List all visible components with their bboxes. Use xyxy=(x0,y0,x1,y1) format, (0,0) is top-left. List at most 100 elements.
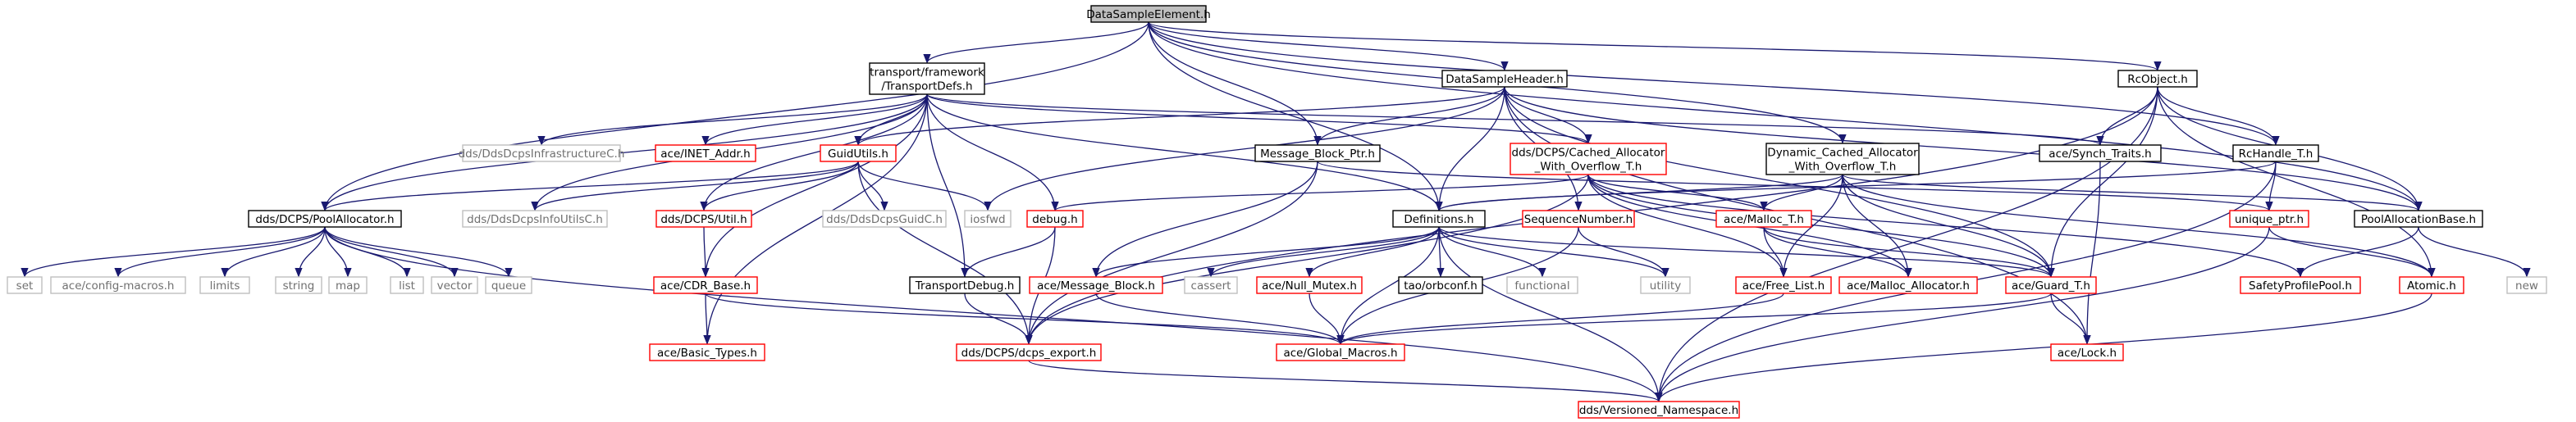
node-label: ace/INET_Addr.h xyxy=(660,147,750,161)
edge-TransportDefs-to-Basic_Types xyxy=(703,93,928,345)
edge-DataSampleHeader-to-PoolAllocationBase xyxy=(1504,86,2423,211)
edge-PoolAllocator-to-string xyxy=(295,226,326,278)
node-Message_Block_Ptr[interactable]: Message_Block_Ptr.h xyxy=(1254,144,1381,162)
node-Atomic[interactable]: Atomic.h xyxy=(2399,276,2464,294)
node-DataSampleElement[interactable]: DataSampleElement.h xyxy=(1086,5,1211,23)
node-label: RcObject.h xyxy=(2127,73,2188,86)
node-unique_ptr[interactable]: unique_ptr.h xyxy=(2229,210,2309,228)
node-box xyxy=(1715,210,1812,228)
edge-Malloc_T-to-Free_List xyxy=(1763,226,1788,278)
edge-TransportDefs-to-TransportDebug xyxy=(926,93,969,278)
node-list[interactable]: list xyxy=(390,276,424,294)
node-Malloc_Allocator[interactable]: ace/Malloc_Allocator.h xyxy=(1838,276,1978,294)
node-Definitions[interactable]: Definitions.h xyxy=(1392,210,1486,228)
node-Null_Mutex[interactable]: ace/Null_Mutex.h xyxy=(1256,276,1363,294)
node-box xyxy=(1510,143,1667,175)
node-Message_Block[interactable]: ace/Message_Block.h xyxy=(1029,276,1163,294)
node-RcObject[interactable]: RcObject.h xyxy=(2117,70,2198,88)
node-cassert[interactable]: cassert xyxy=(1184,276,1238,294)
node-box xyxy=(1765,143,1920,175)
node-string[interactable]: string xyxy=(275,276,322,294)
edge-Definitions-to-utility xyxy=(1438,226,1669,278)
node-iosfwd[interactable]: iosfwd xyxy=(964,210,1012,228)
node-Malloc_T[interactable]: ace/Malloc_T.h xyxy=(1715,210,1812,228)
node-label: functional xyxy=(1514,279,1569,293)
node-box xyxy=(2232,144,2319,162)
node-DdsDcpsInfoUtilsC[interactable]: dds/DdsDcpsInfoUtilsC.h xyxy=(462,210,608,228)
node-label: debug.h xyxy=(1032,213,1077,226)
node-label: dds/DdsDcpsInfrastructureC.h xyxy=(459,147,625,161)
node-queue[interactable]: queue xyxy=(485,276,532,294)
node-label: Message_Block_Ptr.h xyxy=(1260,147,1375,161)
node-orbconf[interactable]: tao/orbconf.h xyxy=(1398,276,1483,294)
edge-PoolAllocator-to-Versioned_Namespace xyxy=(324,226,1663,402)
node-debug[interactable]: debug.h xyxy=(1026,210,1084,228)
node-GuidUtils[interactable]: GuidUtils.h xyxy=(820,144,897,162)
node-SafetyProfilePool[interactable]: SafetyProfilePool.h xyxy=(2240,276,2361,294)
node-Dynamic_Cached_Allocator[interactable]: Dynamic_Cached_Allocator_With_Overflow_T… xyxy=(1765,143,1920,175)
node-label: _With_Overflow_T.h xyxy=(1788,161,1897,174)
node-Util[interactable]: dds/DCPS/Util.h xyxy=(655,210,752,228)
node-box xyxy=(2117,70,2198,88)
edge-Atomic-to-Versioned_Namespace xyxy=(1655,293,2432,402)
node-Basic_Types[interactable]: ace/Basic_Types.h xyxy=(649,343,765,361)
node-box xyxy=(2354,210,2483,228)
node-label: /TransportDefs.h xyxy=(881,80,972,93)
node-box xyxy=(2240,276,2361,294)
edge-PoolAllocator-to-vector xyxy=(324,226,459,278)
node-Versioned_Namespace[interactable]: dds/Versioned_Namespace.h xyxy=(1578,401,1740,419)
edge-Message_Block_Ptr-to-Message_Block xyxy=(1092,161,1318,278)
node-label: ace/Free_List.h xyxy=(1742,279,1825,293)
node-DataSampleHeader[interactable]: DataSampleHeader.h xyxy=(1441,70,1568,88)
node-Free_List[interactable]: ace/Free_List.h xyxy=(1735,276,1832,294)
edge-DataSampleHeader-to-Message_Block_Ptr xyxy=(1313,86,1505,146)
node-INET_Addr[interactable]: ace/INET_Addr.h xyxy=(655,144,756,162)
node-RcHandle_T[interactable]: RcHandle_T.h xyxy=(2232,144,2319,162)
node-label: dds/DdsDcpsInfoUtilsC.h xyxy=(467,213,603,226)
edge-Cached_Allocator-to-debug xyxy=(1051,174,1589,211)
node-DdsDcpsInfrastructureC[interactable]: dds/DdsDcpsInfrastructureC.h xyxy=(459,144,625,162)
node-utility[interactable]: utility xyxy=(1640,276,1691,294)
edge-RcObject-to-Guard_T xyxy=(2047,86,2158,278)
node-label: Atomic.h xyxy=(2407,279,2456,293)
node-label: dds/DCPS/Util.h xyxy=(660,213,747,226)
node-box xyxy=(1522,210,1635,228)
node-DdsDcpsGuidC[interactable]: dds/DdsDcpsGuidC.h xyxy=(822,210,947,228)
node-limits[interactable]: limits xyxy=(199,276,250,294)
node-TransportDefs[interactable]: transport/framework/TransportDefs.h xyxy=(869,62,985,95)
node-label: ace/Null_Mutex.h xyxy=(1262,279,1357,293)
node-set[interactable]: set xyxy=(7,276,43,294)
edge-Definitions-to-Null_Mutex xyxy=(1305,226,1440,278)
edge-Cached_Allocator-to-Free_List xyxy=(1587,174,1788,278)
edge-Synch_Traits-to-Lock xyxy=(2083,161,2101,345)
node-box xyxy=(653,276,758,294)
edge-unique_ptr-to-Versioned_Namespace xyxy=(1655,226,2270,402)
node-Cached_Allocator[interactable]: dds/DCPS/Cached_Allocator_With_Overflow_… xyxy=(1510,143,1667,175)
node-box xyxy=(1090,5,1207,23)
node-map[interactable]: map xyxy=(328,276,368,294)
node-CDR_Base[interactable]: ace/CDR_Base.h xyxy=(653,276,758,294)
node-Guard_T[interactable]: ace/Guard_T.h xyxy=(2005,276,2097,294)
node-TransportDebug[interactable]: TransportDebug.h xyxy=(909,276,1021,294)
edge-Message_Block-to-Global_Macros xyxy=(1095,293,1345,345)
node-PoolAllocator[interactable]: dds/DCPS/PoolAllocator.h xyxy=(248,210,402,228)
node-PoolAllocationBase[interactable]: PoolAllocationBase.h xyxy=(2354,210,2483,228)
node-SequenceNumber[interactable]: SequenceNumber.h xyxy=(1522,210,1635,228)
node-functional[interactable]: functional xyxy=(1506,276,1578,294)
node-label: ace/Malloc_T.h xyxy=(1724,213,1804,226)
node-Lock[interactable]: ace/Lock.h xyxy=(2050,343,2124,361)
node-Synch_Traits[interactable]: ace/Synch_Traits.h xyxy=(2039,144,2162,162)
edge-RcObject-to-RcHandle_T xyxy=(2157,86,2280,146)
node-vector[interactable]: vector xyxy=(431,276,478,294)
node-label: ace/Malloc_Allocator.h xyxy=(1847,279,1970,293)
node-Global_Macros[interactable]: ace/Global_Macros.h xyxy=(1276,343,1405,361)
node-box xyxy=(462,144,621,162)
node-config_macros[interactable]: ace/config-macros.h xyxy=(50,276,186,294)
node-label: Dynamic_Cached_Allocator xyxy=(1767,147,1918,160)
node-dcps_export[interactable]: dds/DCPS/dcps_export.h xyxy=(956,343,1102,361)
node-box xyxy=(2005,276,2097,294)
node-box xyxy=(1029,276,1163,294)
node-new[interactable]: new xyxy=(2506,276,2547,294)
edge-PoolAllocator-to-config_macros xyxy=(114,226,326,278)
